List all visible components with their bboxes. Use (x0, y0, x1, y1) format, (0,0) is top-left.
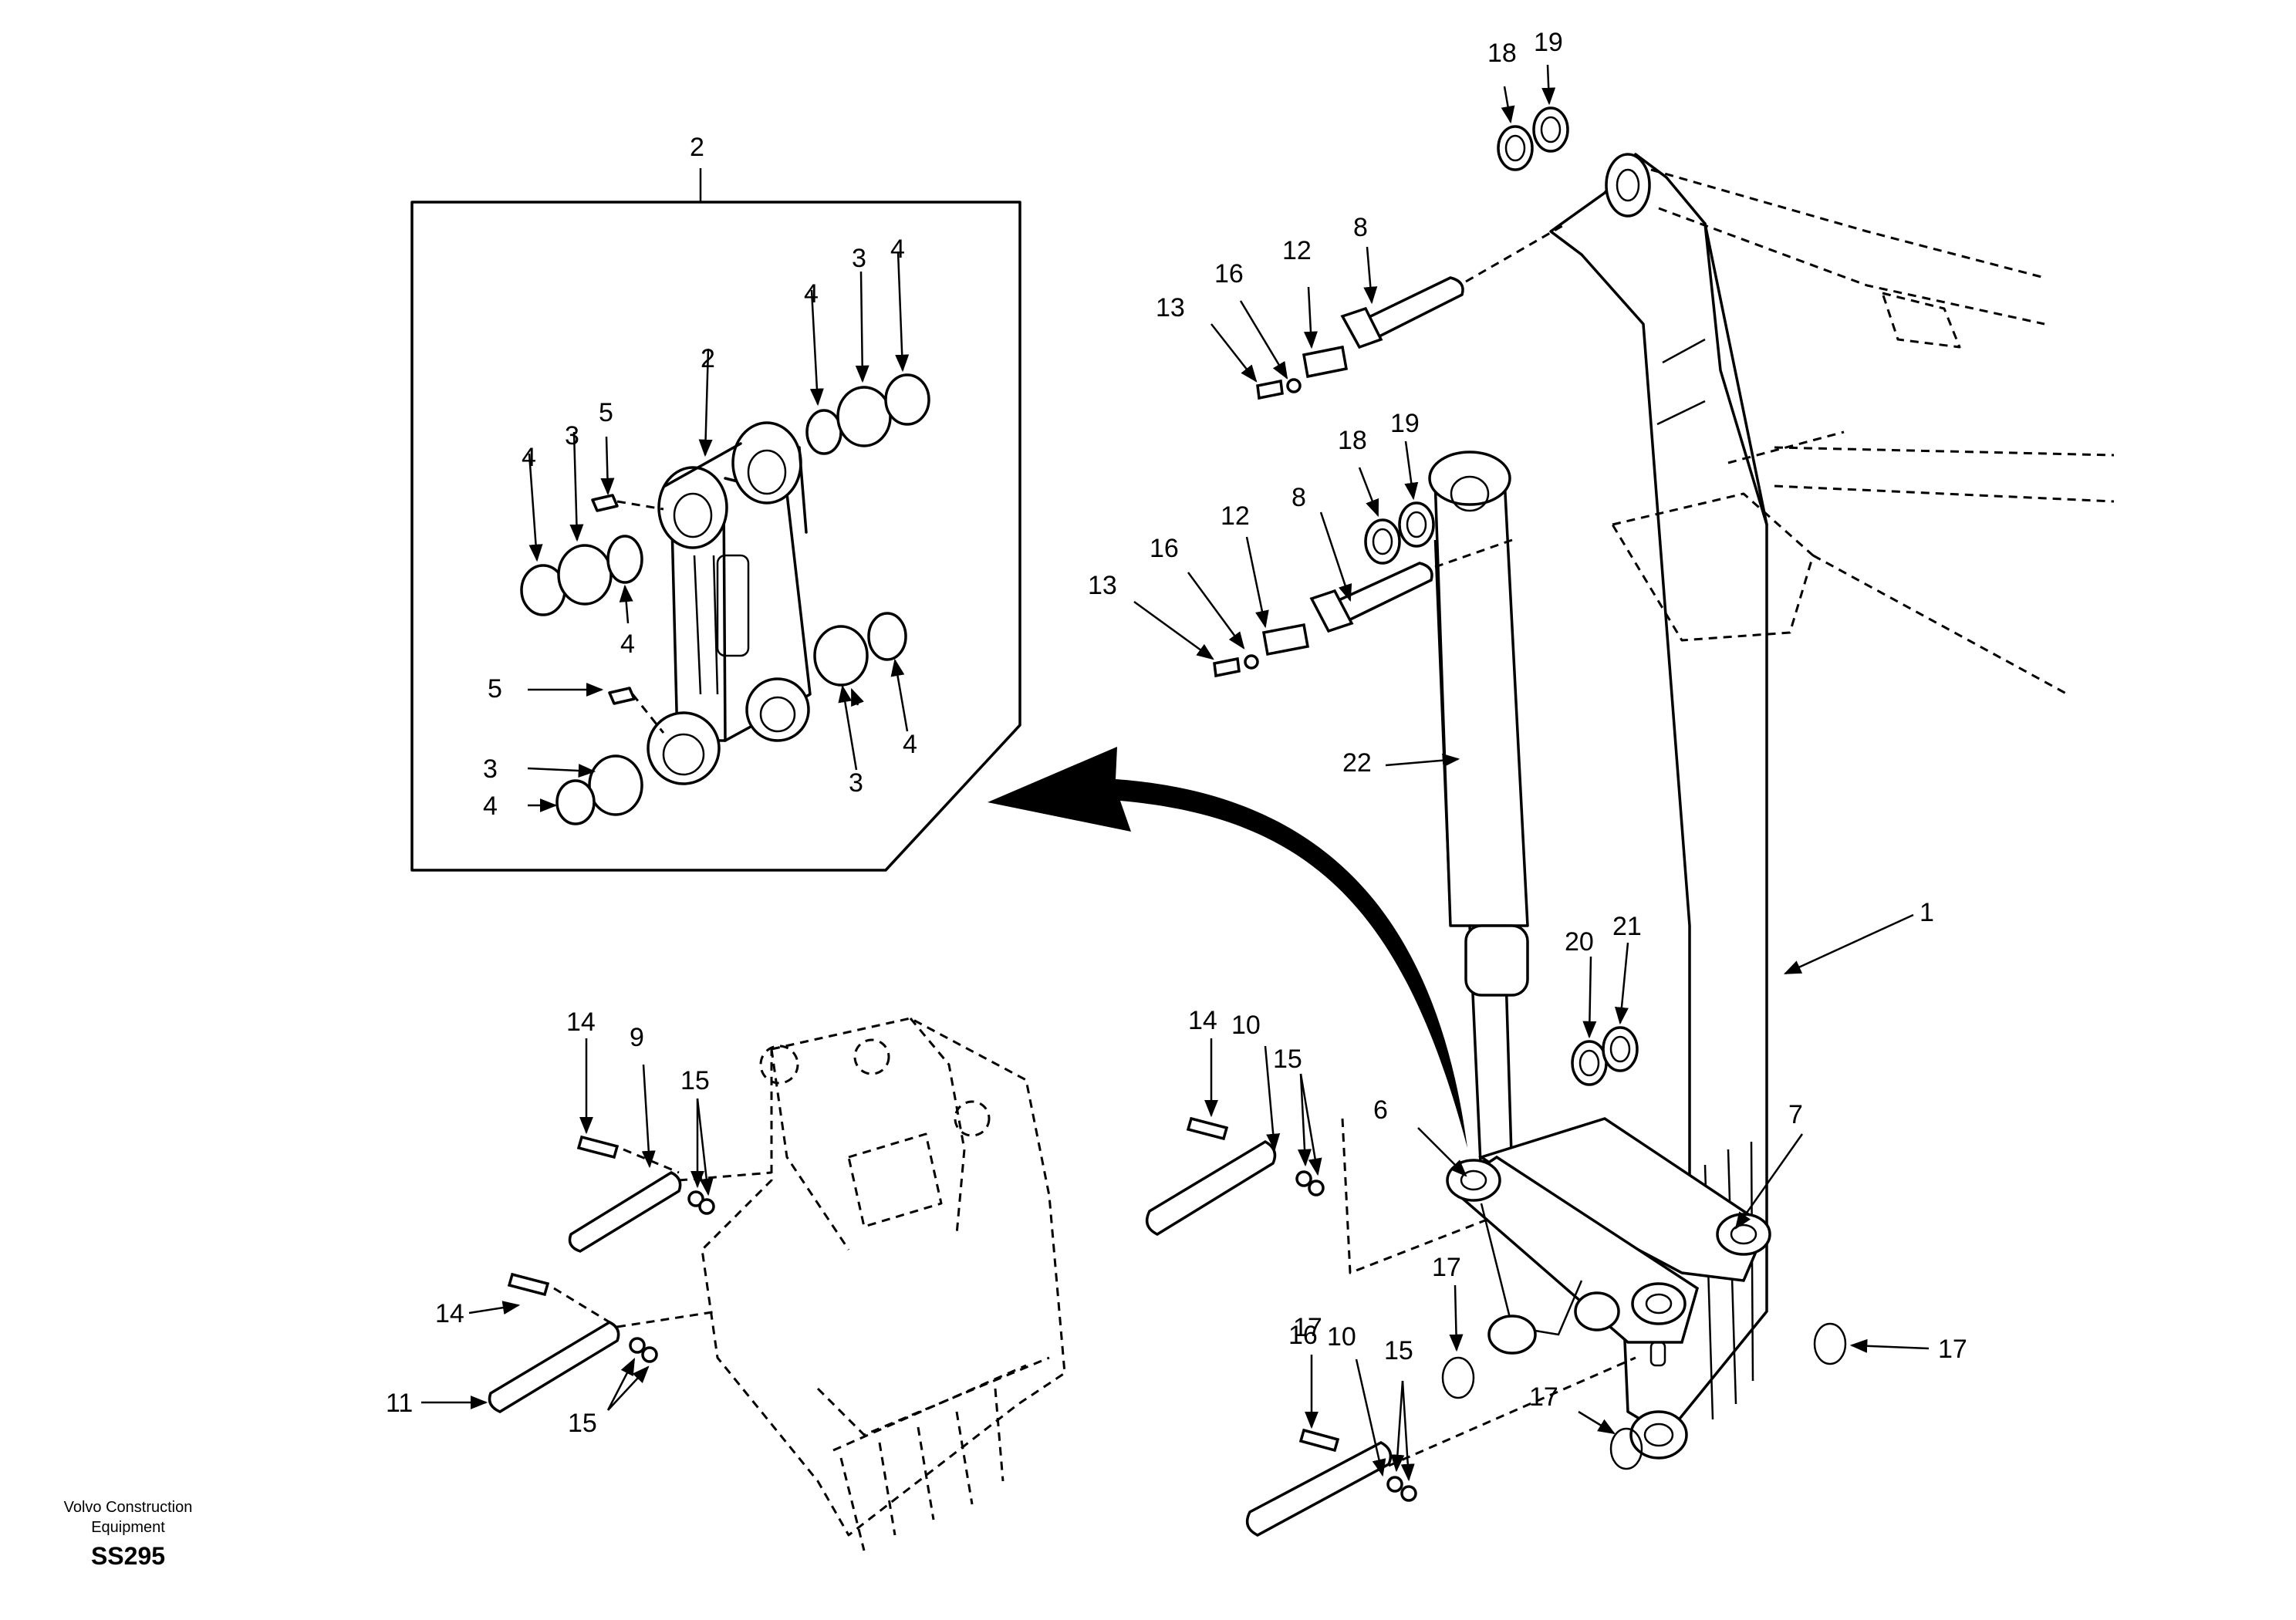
upper-pin-set (1213, 222, 1567, 678)
callout: 19 (1390, 409, 1420, 438)
callout: 12 (1282, 236, 1312, 265)
callout: 18 (1338, 426, 1367, 455)
callout: 8 (1292, 483, 1306, 512)
callout: 3 (849, 768, 863, 798)
callout: 2 (701, 344, 715, 373)
callout: 14 (566, 1007, 596, 1037)
callout: 4 (890, 235, 905, 264)
callout: 9 (630, 1023, 644, 1052)
callout: 12 (1221, 501, 1250, 531)
callout: 16 (1150, 534, 1179, 563)
callout: 2 (690, 133, 704, 162)
callout: 13 (1088, 571, 1117, 600)
callout: 15 (1273, 1045, 1302, 1074)
callout: 4 (804, 279, 819, 309)
reference-arrow (988, 747, 1467, 1148)
bucket-phantom (488, 1017, 1066, 1551)
callout: 8 (1353, 213, 1368, 242)
callout-labels: 1 2 2 3 3 3 3 4 4 4 4 4 4 5 5 6 7 8 8 9 … (386, 28, 1967, 1438)
callout: 14 (435, 1299, 464, 1328)
callout: 3 (483, 754, 498, 784)
callout: 4 (903, 730, 917, 759)
boom-phantom (1611, 168, 2115, 696)
callout: 13 (1156, 293, 1185, 322)
callout: 17 (1293, 1313, 1322, 1342)
callout: 10 (1327, 1322, 1356, 1352)
callout: 7 (1788, 1100, 1803, 1129)
callout: 16 (1288, 1321, 1318, 1350)
callout: 6 (1373, 1095, 1388, 1125)
callout: 20 (1565, 927, 1594, 957)
link-6-7 (1446, 1117, 1771, 1355)
callout: 17 (1529, 1382, 1558, 1412)
callout: 18 (1487, 39, 1517, 68)
bucket-cylinder-22 (1428, 451, 1529, 1182)
callout: 17 (1938, 1335, 1967, 1364)
callout: 16 (1214, 259, 1244, 289)
drawing-code: SS295 (91, 1542, 165, 1570)
callout: 14 (1188, 1006, 1217, 1035)
callout: 3 (852, 244, 866, 273)
callout: 5 (599, 398, 613, 427)
inset-detail-box (410, 168, 1021, 872)
company-line-2: Equipment (91, 1519, 165, 1536)
callout: 4 (522, 443, 536, 472)
callout: 1 (1920, 898, 1934, 927)
callout: 21 (1612, 912, 1642, 941)
callout: 11 (386, 1389, 413, 1418)
callout: 10 (1231, 1011, 1261, 1040)
callout: 4 (483, 791, 498, 821)
callout: 15 (1384, 1336, 1413, 1365)
company-line-1: Volvo Construction (64, 1499, 193, 1516)
callout: 3 (565, 421, 579, 451)
callout: 17 (1432, 1253, 1461, 1282)
callout: 4 (620, 629, 635, 659)
leader-lines (421, 64, 1930, 1482)
callout: 15 (680, 1066, 710, 1095)
callout: 19 (1534, 28, 1563, 57)
shim-washers (1364, 106, 1847, 1470)
callout: 15 (568, 1409, 597, 1438)
link-assembly-detail (520, 373, 930, 825)
lower-pin-set (1145, 1116, 1636, 1537)
footer: Volvo Construction Equipment SS295 (64, 1499, 193, 1570)
callout: 5 (488, 674, 502, 704)
callout: 22 (1342, 748, 1372, 778)
